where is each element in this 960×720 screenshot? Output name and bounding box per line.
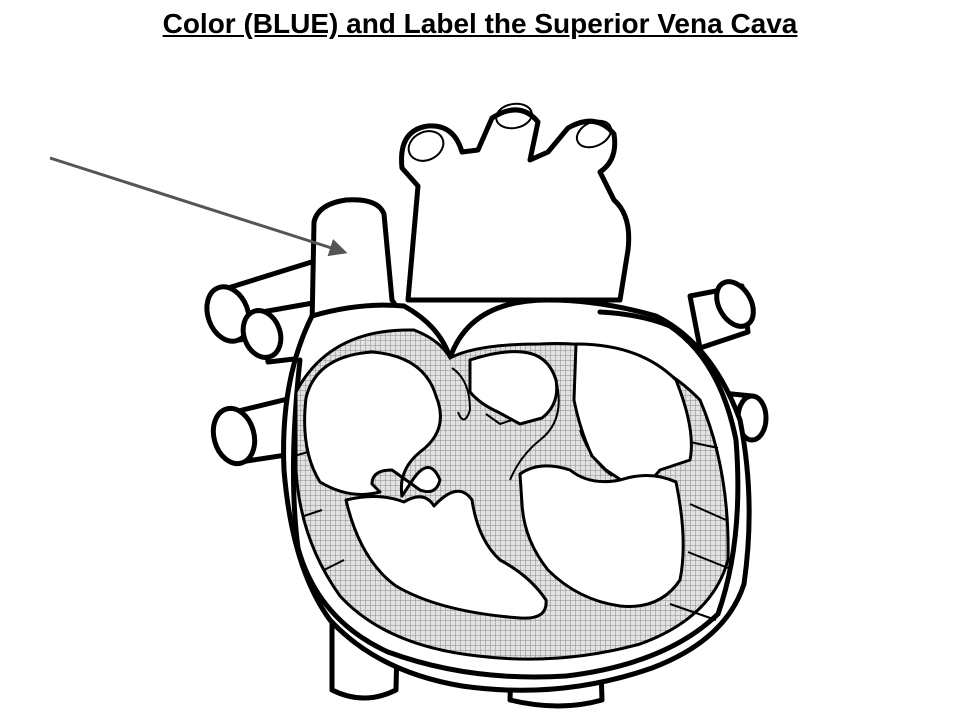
worksheet-title: Color (BLUE) and Label the Superior Vena… — [162, 8, 798, 39]
right-ventricle — [344, 489, 548, 620]
pulmonary-veins-left-side — [687, 279, 769, 443]
septum-details — [451, 367, 613, 481]
right-atrium — [303, 350, 442, 498]
aorta — [399, 102, 632, 303]
left-ventricle — [518, 464, 685, 608]
superior-vena-cava[interactable] — [309, 197, 407, 329]
pericardium-line — [290, 309, 741, 680]
pointer-arrow — [49, 156, 348, 257]
